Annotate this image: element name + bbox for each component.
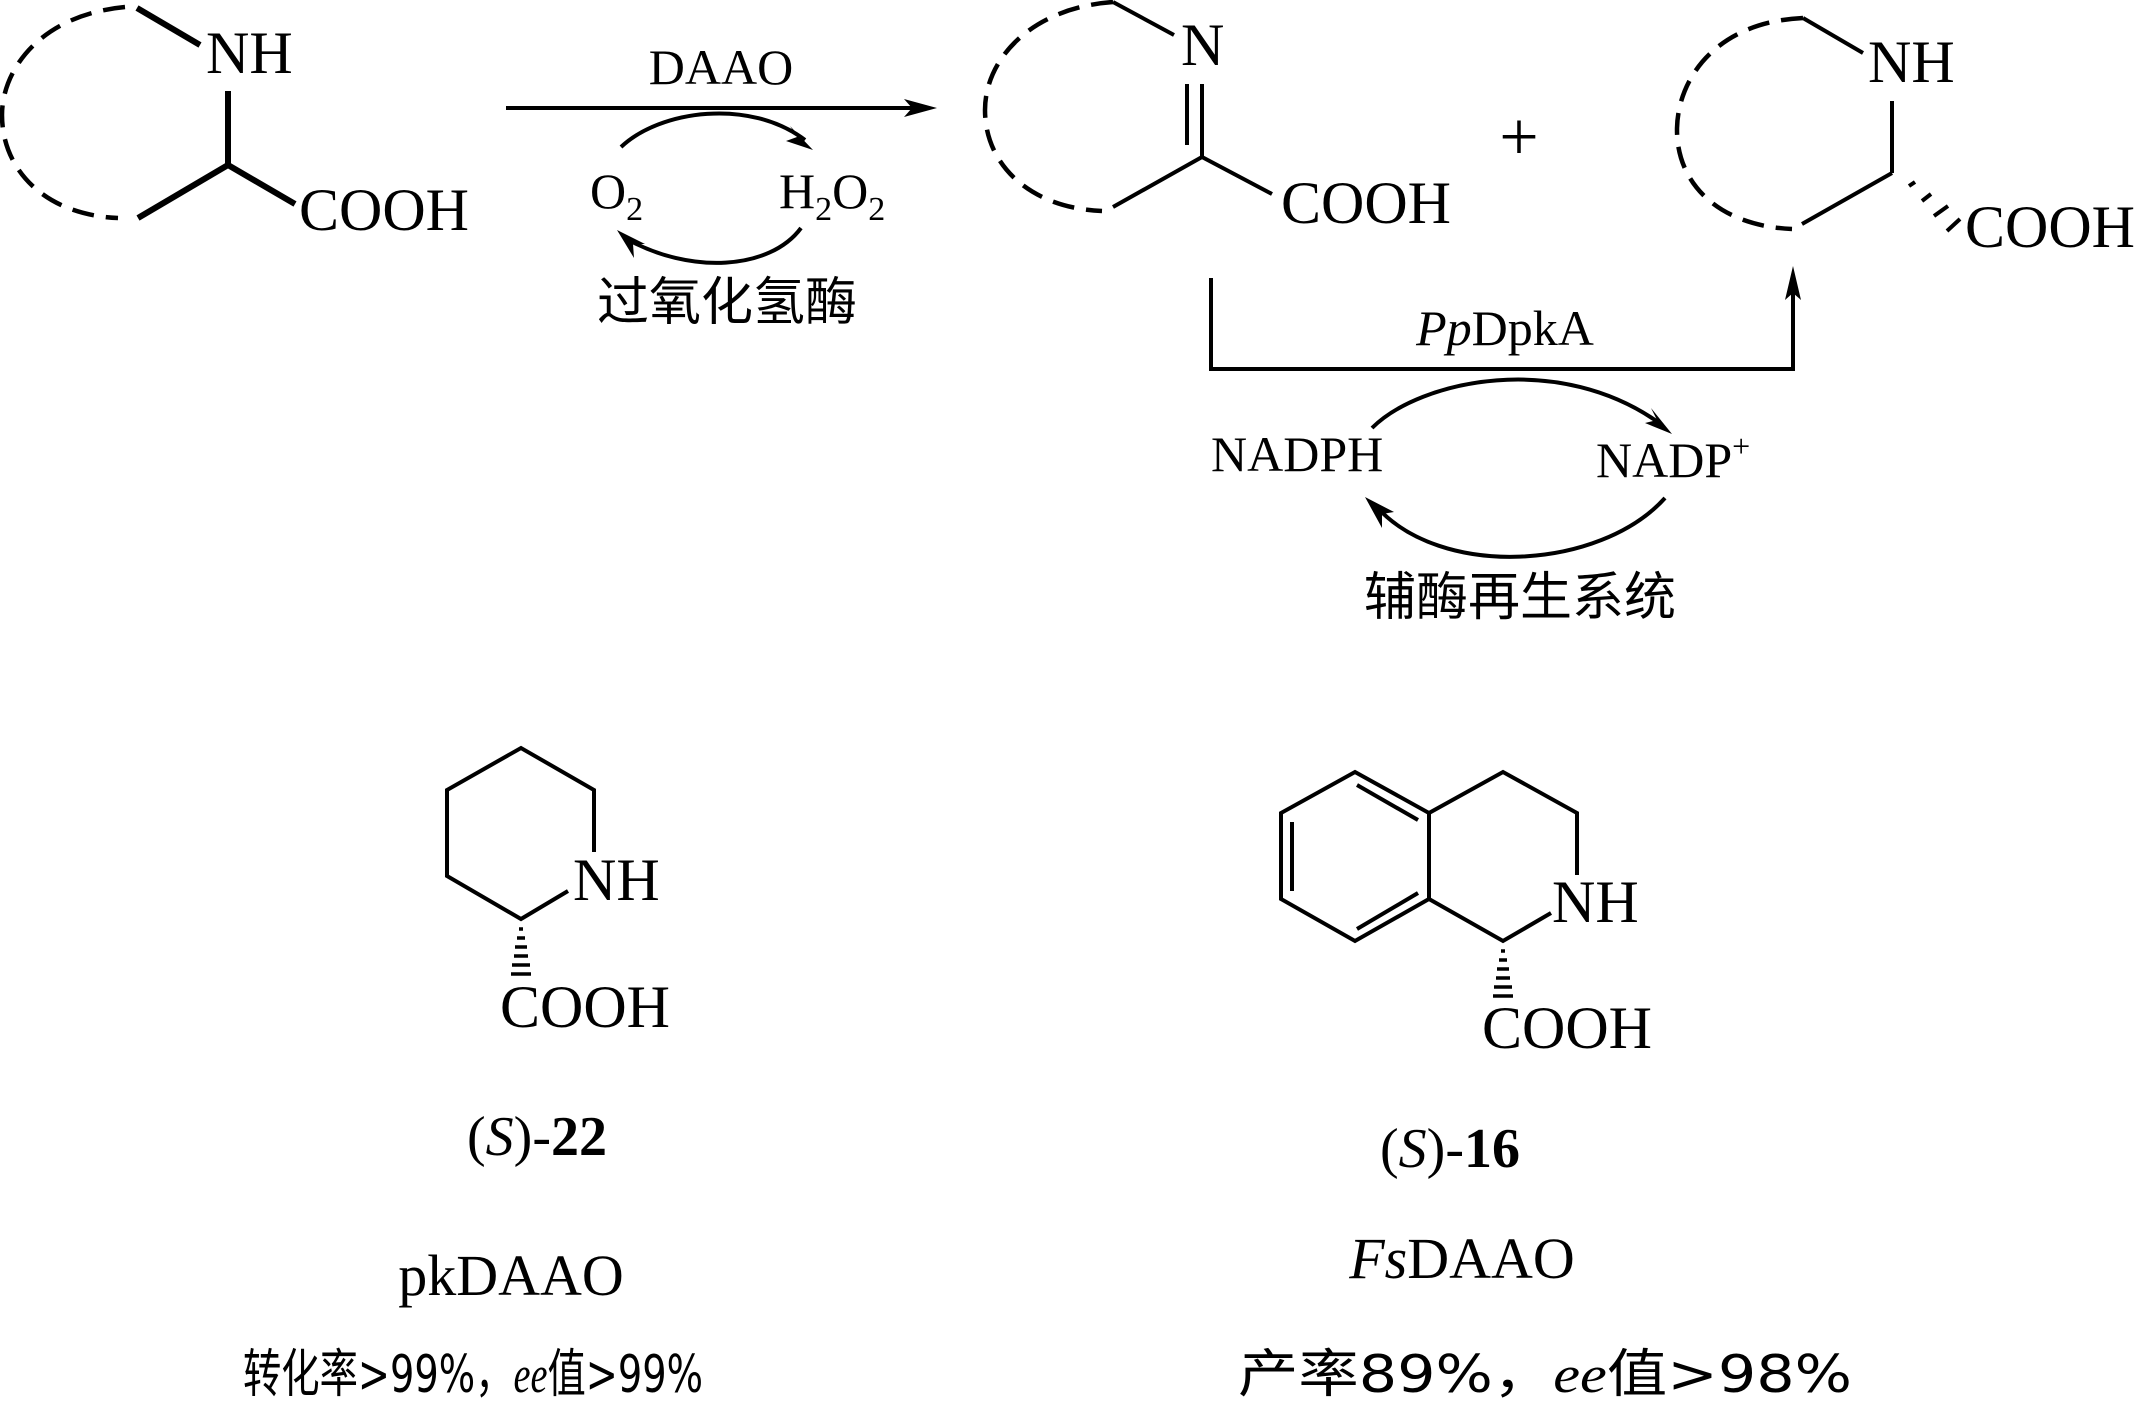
h2o2-label: H2O2 [779, 163, 885, 228]
step2-reaction-bracket: PpDpkA NADPH NADP+ 辅酶再生系统 [1209, 266, 1801, 628]
substrate-bond [226, 162, 297, 207]
example-16-compound-label: (S)-16 [1380, 1118, 1520, 1180]
result-suffix: 值>99% [547, 1345, 703, 1405]
product-cooh-label: COOH [1965, 194, 2135, 260]
example-16-hashed-wedge [1493, 949, 1513, 998]
hash-line [1907, 180, 1917, 188]
example-22-nh-label: NH [573, 847, 660, 913]
h2o2-h: H [779, 163, 815, 219]
example-22-hashed-wedge [511, 927, 531, 976]
label-number: 16 [1464, 1118, 1520, 1180]
cofactor-regeneration-label: 辅酶再生系统 [1364, 568, 1676, 628]
step2-enzyme-label: PpDpkA [1415, 300, 1594, 356]
substrate-nh-label: NH [206, 20, 293, 86]
h2o2-o: O [832, 163, 868, 219]
example-22-compound-label: (S)-22 [467, 1106, 607, 1168]
hash-line [1920, 192, 1933, 203]
step1-enzyme-label: DAAO [649, 39, 793, 95]
imine-bond [1112, 0, 1175, 37]
o2-subscript: 2 [626, 191, 643, 228]
example-22-enzyme-label: pkDAAO [398, 1243, 624, 1308]
enzyme-italic: Fs [1348, 1226, 1407, 1291]
step2-enzyme-rest: DpkA [1472, 300, 1594, 356]
label-close: )- [1427, 1118, 1464, 1180]
o2-base: O [590, 163, 626, 219]
arc-arrow-head-icon [1365, 497, 1394, 528]
nadp-label: NADP+ [1596, 428, 1750, 488]
result-ee: ee [1553, 1347, 1607, 1404]
nadp-superscript: + [1732, 428, 1750, 464]
label-config: S [1399, 1118, 1427, 1180]
arc-arrow-head-icon [617, 230, 645, 258]
h2o2-to-o2-arc [624, 226, 803, 265]
product-ring-dashed-arc [1674, 15, 1804, 232]
enzyme-rest: DAAO [1407, 1226, 1575, 1291]
result-ee: ee [513, 1347, 547, 1404]
result-prefix: 转化率>99%， [243, 1345, 513, 1405]
hash-line [1945, 217, 1962, 233]
substrate-bond [136, 162, 230, 221]
substrate-cooh-label: COOH [299, 177, 469, 243]
catalase-label: 过氧化氢酶 [597, 273, 857, 333]
label-number: 22 [551, 1106, 607, 1168]
label-config: S [486, 1106, 514, 1168]
example-16-nh-label: NH [1552, 869, 1639, 935]
arc-arrow-head-icon [1645, 408, 1672, 434]
piperidine-ring [445, 745, 596, 922]
product-nh-label: NH [1868, 29, 1955, 95]
tetrahydro-ring [1428, 897, 1553, 944]
imine-cooh-label: COOH [1281, 170, 1451, 236]
hash-line [1932, 204, 1950, 218]
label-close: )- [514, 1106, 551, 1168]
nadph-label: NADPH [1211, 426, 1383, 482]
imine-bond [1201, 155, 1273, 196]
bracket-line [1209, 278, 1795, 371]
main-arrow-head-icon [904, 99, 937, 117]
tetrahydro-ring [1428, 769, 1579, 875]
imine-intermediate-structure: N COOH [982, 0, 1451, 236]
product-hashed-wedge [1907, 180, 1962, 233]
substrate-structure: NH COOH [0, 4, 469, 243]
nadp-base: NADP [1596, 432, 1732, 488]
substrate-ring-dashed-arc [0, 4, 126, 221]
example-16-cooh-label: COOH [1482, 995, 1652, 1061]
enzyme-rest: pkDAAO [398, 1243, 624, 1308]
result-prefix: 产率89%， [1238, 1345, 1553, 1405]
imine-ring-dashed-arc [982, 0, 1114, 214]
result-suffix: 值>98% [1607, 1345, 1852, 1405]
nadp-to-nadph-arc [1373, 496, 1667, 559]
arc-arrow-head-icon [786, 126, 813, 150]
o2-label: O2 [590, 163, 643, 228]
h2o2-h-subscript: 2 [815, 191, 832, 228]
label-open: ( [467, 1106, 486, 1168]
example-22-cooh-label: COOH [500, 974, 670, 1040]
imine-n-label: N [1181, 12, 1224, 78]
step2-enzyme-italic: Pp [1415, 300, 1472, 356]
product-bond [1801, 16, 1865, 55]
product-structure: NH COOH [1674, 15, 2135, 260]
example-compound-22: NH COOH (S)-22 pkDAAO 转化率>99%，ee值>99% [243, 745, 703, 1405]
h2o2-o-subscript: 2 [868, 191, 885, 228]
plus-sign: + [1499, 99, 1538, 176]
benzene-inner-double-bond [1356, 783, 1419, 822]
benzene-inner-double-bond [1355, 891, 1420, 931]
o2-to-h2o2-arc [619, 111, 807, 149]
label-open: ( [1380, 1118, 1399, 1180]
benzene-ring [1279, 769, 1431, 944]
example-22-result-text: 转化率>99%，ee值>99% [243, 1345, 703, 1405]
nadph-to-nadp-arc [1370, 377, 1664, 430]
example-16-enzyme-label: FsDAAO [1348, 1226, 1575, 1291]
bracket-arrow-head-icon [1785, 266, 1801, 300]
step1-reaction-arrow: DAAO O2 H2O2 过氧化氢酶 [506, 39, 937, 333]
product-bond [1801, 171, 1893, 226]
imine-bond [1112, 155, 1203, 209]
substrate-bond [135, 5, 202, 48]
